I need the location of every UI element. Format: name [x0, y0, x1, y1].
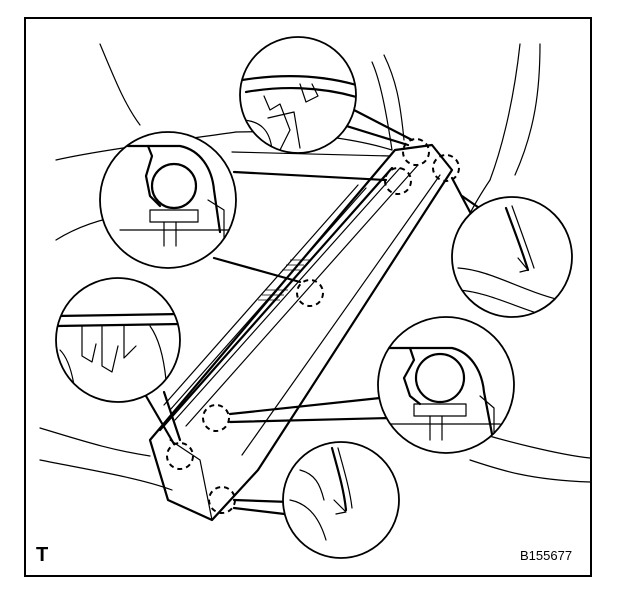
clip-marker-5	[202, 404, 230, 432]
callout-edge-detail-bottom	[282, 441, 400, 559]
clip-marker-4	[432, 154, 460, 182]
clip-marker-1	[296, 279, 324, 307]
figure-frame	[24, 17, 592, 577]
callout-tab-detail-left	[55, 277, 181, 403]
trim-strip	[148, 143, 454, 522]
leader-lines	[144, 108, 487, 517]
callout-edge-detail-right	[451, 196, 573, 318]
callout-tab-detail-top	[239, 36, 357, 154]
clip-marker-3	[402, 138, 430, 166]
clip-marker-6	[166, 442, 194, 470]
figure-id: B155677	[520, 548, 573, 563]
corner-mark: T	[36, 544, 49, 566]
callout-clip-detail-upper	[99, 131, 237, 269]
callout-clip-detail-lower	[377, 316, 515, 454]
